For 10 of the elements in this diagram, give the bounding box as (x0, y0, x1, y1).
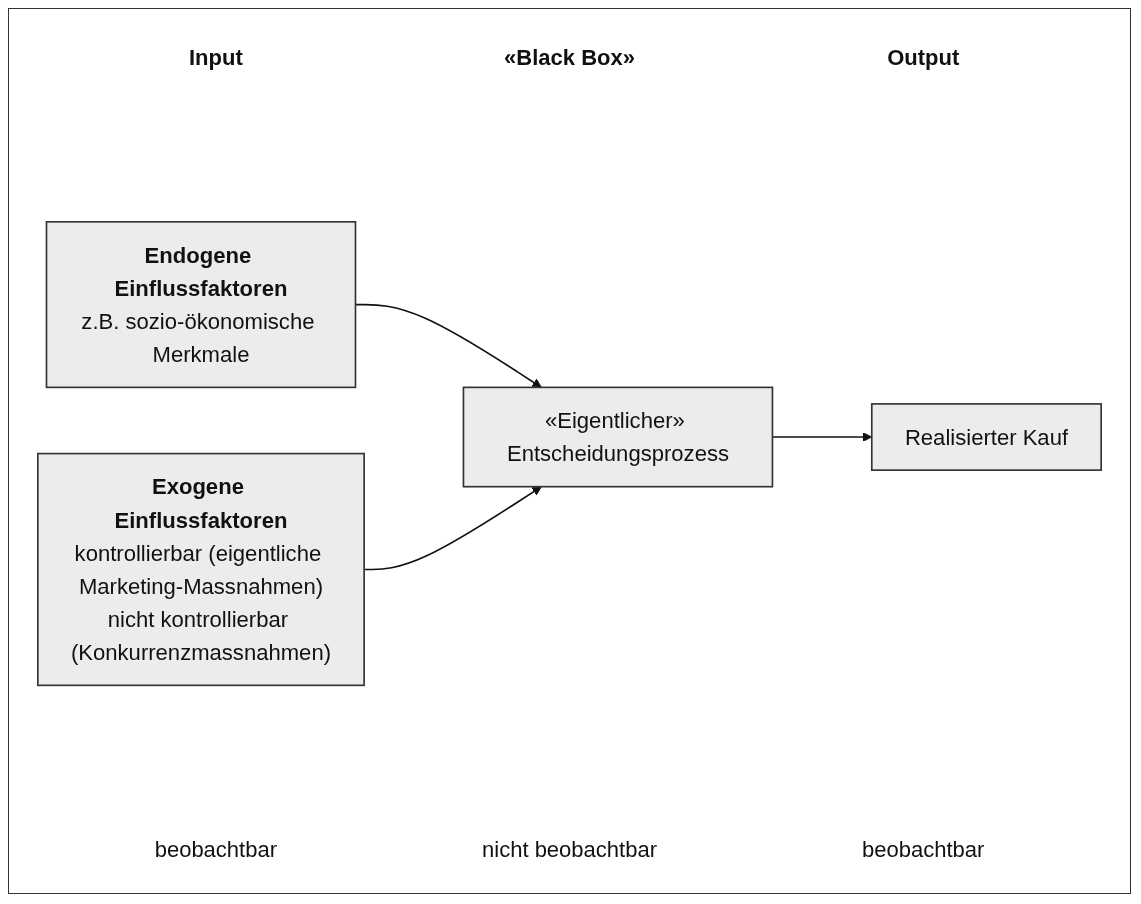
node-box: Realisierter Kauf (870, 403, 1102, 472)
column-note: beobachtbar (153, 837, 278, 863)
column-note: nicht beobachtbar (481, 837, 658, 863)
node-box: Endogene Einflussfaktoren z.B. sozio-ökonomische Merkmale (45, 221, 357, 389)
column-heading: Input (187, 45, 244, 71)
column-note: beobachtbar (861, 837, 986, 863)
node-box: «Eigentlicher» Entscheidungsprozess (462, 386, 774, 488)
node-box: Exogene Einflussfaktoren kontrollierbar (eigentliche Marketing-Massnahmen) nicht kontrollierbar (Konkurrenzmassnahmen) (37, 453, 365, 687)
column-heading: Output (886, 45, 961, 71)
column-heading: «Black Box» (503, 45, 636, 71)
